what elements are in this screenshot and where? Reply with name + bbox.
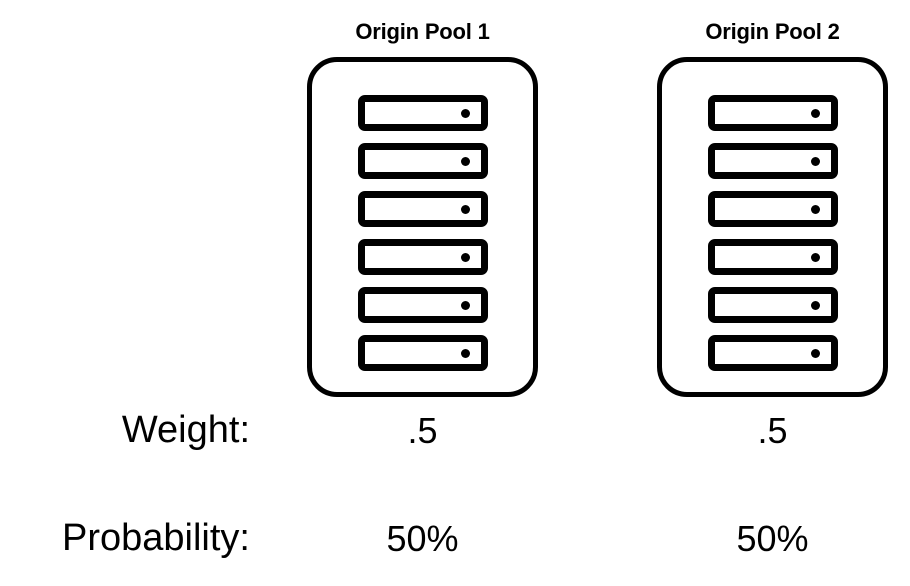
origin-pool-2-weight-value: .5 (757, 410, 788, 451)
origin-pool-2-server-stack (662, 95, 883, 371)
origin-pool-1-column: Origin Pool 1 .5 50% (300, 0, 550, 586)
server-led-icon (810, 300, 820, 310)
server-led-icon (460, 300, 470, 310)
origin-pool-2-probability-value: 50% (736, 518, 809, 559)
server-icon (707, 191, 838, 227)
server-led-icon (810, 204, 820, 214)
origin-pool-1-server-stack (312, 95, 533, 371)
server-icon (357, 335, 488, 371)
origin-pool-2-column: Origin Pool 2 .5 50% (650, 0, 900, 586)
server-icon (707, 335, 838, 371)
server-icon (707, 143, 838, 179)
origin-pool-2-title: Origin Pool 2 (705, 19, 840, 44)
server-led-icon (460, 156, 470, 166)
server-icon (707, 287, 838, 323)
server-led-icon (810, 156, 820, 166)
server-led-icon (810, 108, 820, 118)
server-icon (357, 287, 488, 323)
origin-pool-1-box (307, 57, 538, 397)
server-icon (357, 239, 488, 275)
server-led-icon (460, 252, 470, 262)
server-led-icon (810, 348, 820, 358)
probability-row-label: Probability: (62, 517, 250, 559)
server-icon (357, 95, 488, 131)
server-icon (707, 95, 838, 131)
server-led-icon (460, 204, 470, 214)
server-led-icon (810, 252, 820, 262)
origin-pool-1-probability-value: 50% (386, 518, 459, 559)
origin-pool-1-title: Origin Pool 1 (355, 19, 490, 44)
origin-pool-1-weight-value: .5 (407, 410, 438, 451)
server-led-icon (460, 348, 470, 358)
server-icon (357, 143, 488, 179)
server-led-icon (460, 108, 470, 118)
weight-row-label: Weight: (121, 409, 250, 451)
server-icon (357, 191, 488, 227)
server-icon (707, 239, 838, 275)
origin-pool-2-box (657, 57, 888, 397)
